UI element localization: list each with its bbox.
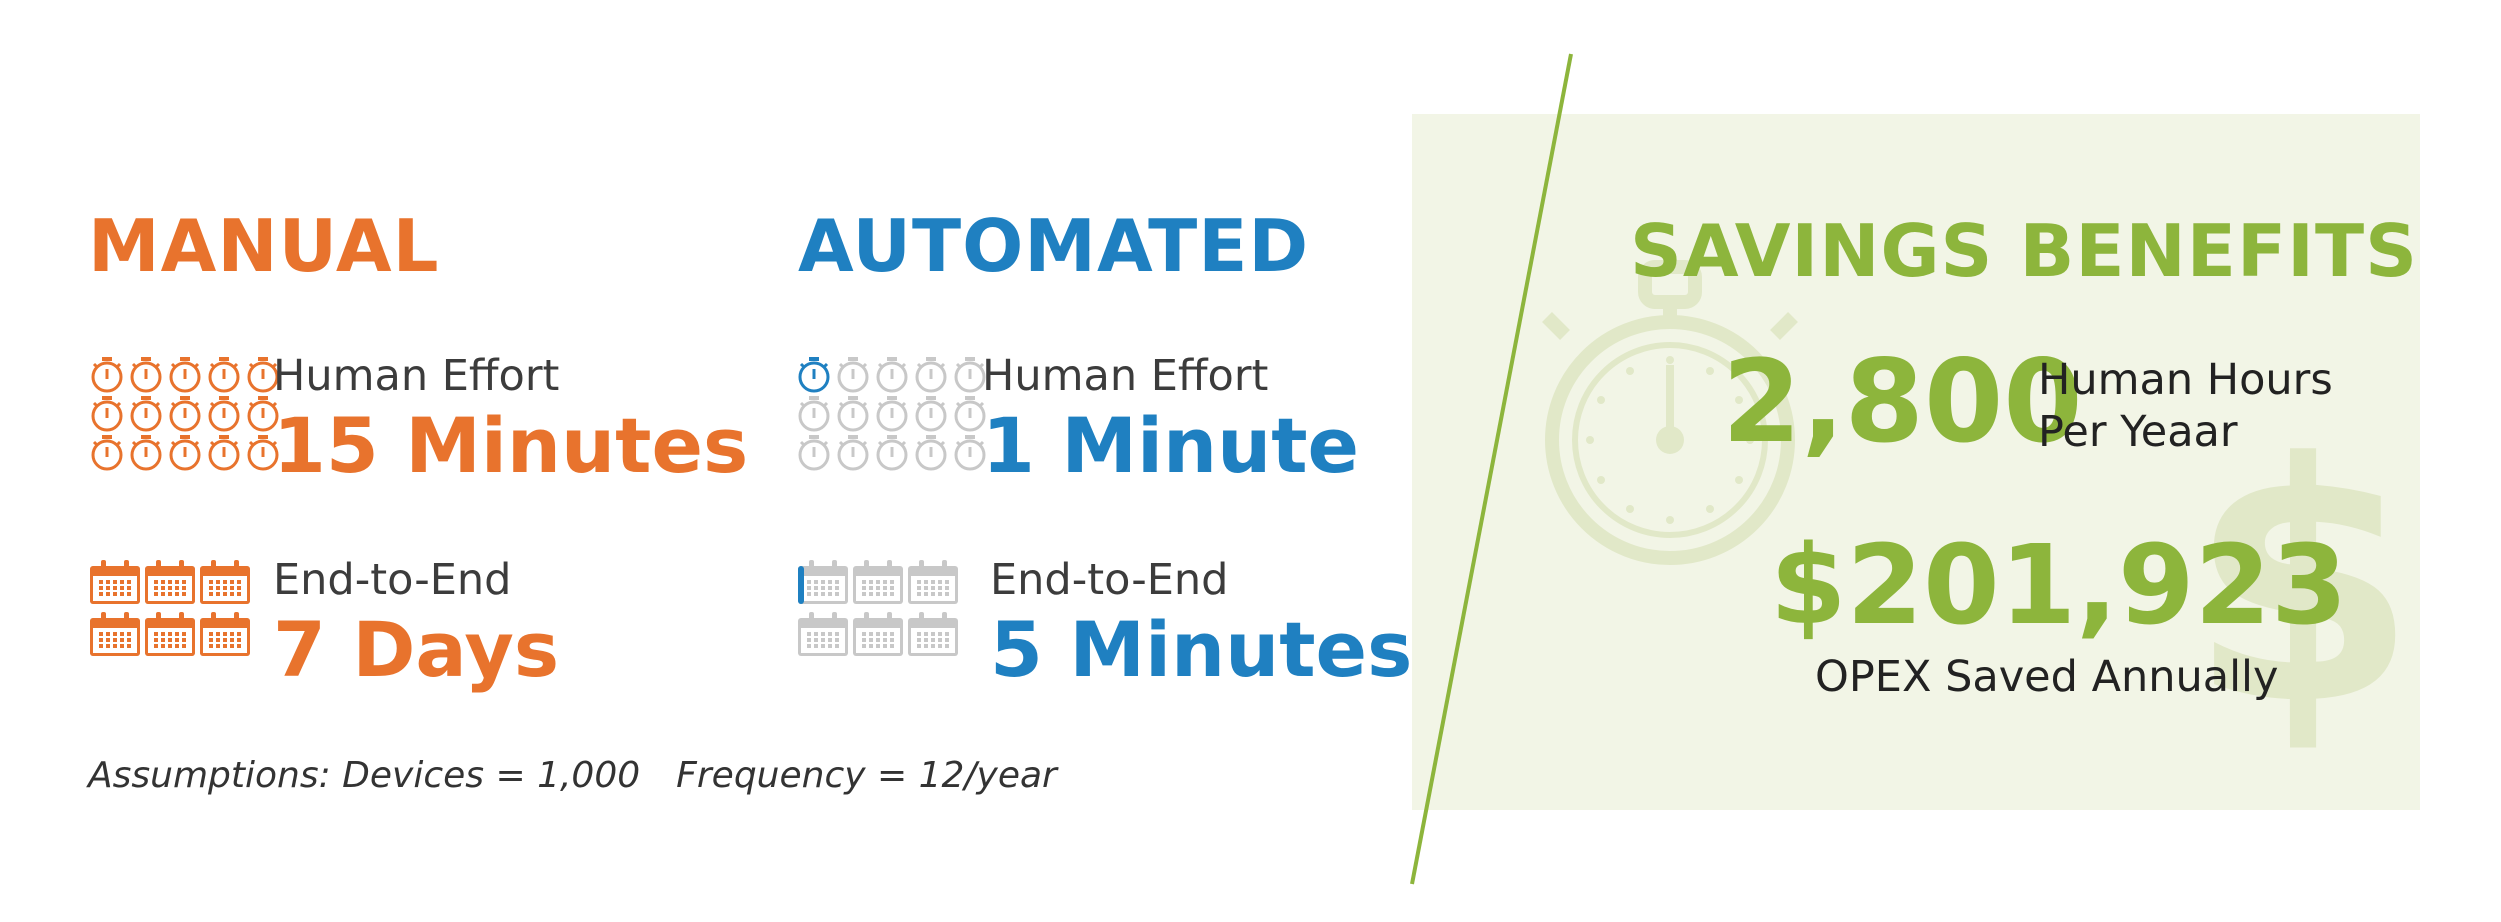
hours-saved-label: Human Hours Per Yeaar [2038,355,2333,458]
stopwatch-icon [208,357,240,393]
stopwatch-icon [169,435,201,471]
manual-effort-label: Human Effort [273,351,560,401]
dollar-sign-bg-icon: $ [2188,393,2418,777]
stopwatch-icon [837,435,869,471]
stopwatch-icon [798,396,830,432]
stopwatch-icon [954,357,986,393]
calendar-icon [798,560,848,604]
assumption-frequency: Frequency = 12/year [676,755,1057,796]
opex-saved-label: OPEX Saved Annually [1815,652,2279,702]
calendar-icon [853,612,903,656]
calendar-icon [200,560,250,604]
automated-effort-stopwatch-grid [795,355,990,472]
stopwatch-icon [954,396,986,432]
manual-duration-value: 7 Days [273,605,560,694]
stopwatch-icon [91,357,123,393]
calendar-icon [798,612,848,656]
stopwatch-icon [247,357,279,393]
stopwatch-icon [91,396,123,432]
manual-duration-label: End-to-End [273,555,512,605]
stopwatch-icon [169,396,201,432]
automated-duration-calendar-grid [798,560,963,664]
calendar-icon [200,612,250,656]
stopwatch-icon [837,357,869,393]
stopwatch-grid-svg [798,357,986,471]
stopwatch-icon [208,396,240,432]
stopwatch-icon [247,435,279,471]
stopwatch-bg-icon [1542,260,1798,565]
stopwatch-icon [837,396,869,432]
calendar-icon [908,612,958,656]
stopwatch-icon [169,357,201,393]
automated-effort-label: Human Effort [982,351,1269,401]
calendar-icon [145,612,195,656]
automated-heading: AUTOMATED [798,204,1310,288]
calendar-grid-svg [798,560,958,656]
manual-heading: MANUAL [88,204,440,288]
calendar-icon [90,612,140,656]
automated-duration-label: End-to-End [990,555,1229,605]
manual-effort-stopwatch-grid [88,355,283,472]
stopwatch-icon [130,357,162,393]
stopwatch-icon [247,396,279,432]
opex-saved-value: $201,923 [1770,521,2348,649]
hours-label-line-1: Human Hours [2038,355,2333,405]
stopwatch-icon [954,435,986,471]
stopwatch-icon [876,357,908,393]
hours-label-line-2: Per Yeaar [2038,406,2238,457]
automated-duration-value: 5 Minutes [990,605,1413,694]
calendar-grid-svg [90,560,250,656]
calendar-icon [853,560,903,604]
stopwatch-icon [915,357,947,393]
stopwatch-grid-svg [91,357,279,471]
stopwatch-icon [130,435,162,471]
stopwatch-icon [208,435,240,471]
savings-heading: SAVINGS BENEFITS [1630,209,2418,293]
stopwatch-icon [130,396,162,432]
stopwatch-icon [915,435,947,471]
calendar-icon [145,560,195,604]
stopwatch-icon [876,435,908,471]
manual-effort-value: 15 Minutes [273,401,749,490]
manual-duration-calendar-grid [90,560,255,664]
stopwatch-icon [876,396,908,432]
assumption-devices: Assumptions: Devices = 1,000 [88,755,641,796]
assumptions-note: Assumptions: Devices = 1,000 Frequency = … [88,755,1093,796]
automated-effort-value: 1 Minute [982,401,1360,490]
calendar-icon [90,560,140,604]
stopwatch-icon [798,435,830,471]
calendar-icon [908,560,958,604]
stopwatch-icon [798,357,830,393]
stopwatch-icon [91,435,123,471]
stopwatch-icon [915,396,947,432]
hours-saved-value: 2,800 [1722,335,2083,468]
